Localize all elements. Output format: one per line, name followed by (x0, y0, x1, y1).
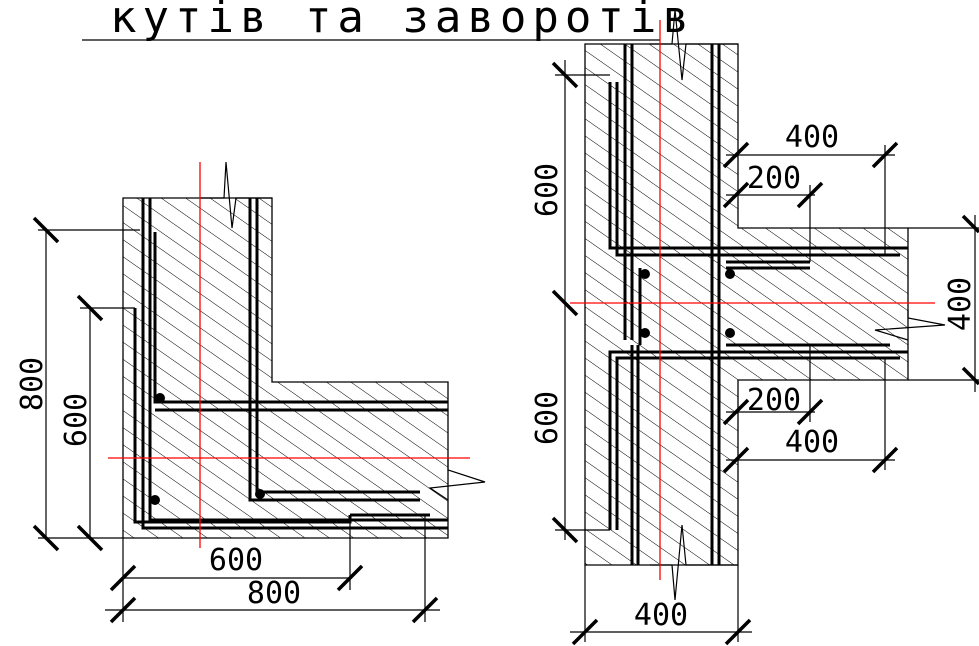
corner-concrete-section (122, 197, 449, 539)
corner-reinforcement (133, 198, 448, 530)
tee-break-line-top (650, 9, 738, 81)
tee-dim-bottom: 400 (570, 565, 752, 646)
tee-dim-200-bottom: 200 (747, 383, 801, 418)
corner-dim-vertical-inner: 600 (59, 294, 135, 552)
tee-dim-400-bottom-width: 400 (634, 598, 688, 633)
tee-dim-200-top: 200 (747, 161, 801, 196)
tee-dim-400-right: 400 (943, 277, 978, 331)
tee-dim-right: 400 (908, 214, 979, 392)
corner-dim-600-vertical: 600 (59, 393, 94, 447)
tee-dim-400-top: 400 (785, 120, 839, 155)
tee-detail: 600 600 400 200 200 400 (530, 9, 979, 646)
corner-dim-horizontal-outer: 800 (105, 515, 440, 624)
tee-dim-left: 600 600 (530, 60, 610, 544)
corner-dim-800-vertical: 800 (15, 357, 50, 411)
tee-reinforcement (608, 44, 908, 565)
corner-dim-600-horizontal: 600 (209, 543, 263, 578)
corner-dim-800-horizontal: 800 (247, 576, 301, 611)
corner-detail: 800 600 600 800 (15, 161, 486, 624)
tee-dim-bottom-pair: 200 400 (722, 345, 899, 474)
drawing-title: кутів та заворотів (110, 0, 695, 43)
corner-dim-vertical-outer: 800 (15, 216, 140, 552)
title-block: кутів та заворотів (82, 0, 695, 43)
corner-break-line-top (200, 161, 272, 229)
tee-dim-600-top: 600 (530, 163, 565, 217)
corner-break-line-right (428, 458, 486, 501)
tee-break-line-right (874, 310, 946, 341)
tee-dim-top: 400 200 (722, 120, 899, 262)
tee-dim-600-bottom: 600 (530, 391, 565, 445)
tee-break-line-bottom (650, 524, 738, 601)
corner-dim-horizontal-inner: 600 (109, 522, 364, 622)
tee-dim-400-bottom: 400 (785, 425, 839, 460)
